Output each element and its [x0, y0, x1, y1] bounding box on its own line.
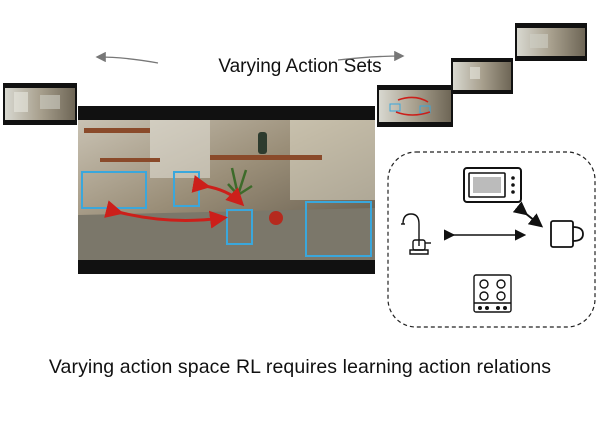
right-scene-thumbnail-1 — [377, 85, 453, 127]
microwave-icon — [463, 167, 522, 203]
right-scene-thumbnail-3 — [515, 23, 587, 61]
right-curved-arrow — [337, 50, 405, 62]
relation-arrow-microwave-mug — [104, 200, 228, 229]
action-relations-box — [387, 151, 596, 328]
left-scene-thumbnail — [3, 83, 77, 125]
stove-box — [305, 201, 372, 257]
stove-icon — [473, 274, 512, 313]
relation-arrow-faucet-mug — [191, 175, 245, 207]
mug-icon — [550, 220, 584, 248]
right-scene-thumbnail-2 — [451, 58, 513, 94]
microwave-mug-relation-arrow — [512, 201, 544, 228]
varying-action-sets-label: Varying Action Sets — [218, 56, 382, 77]
faucet-icon — [401, 213, 431, 255]
main-kitchen-scene — [78, 106, 375, 274]
figure-caption: Varying action space RL requires learnin… — [48, 356, 552, 378]
left-curved-arrow — [95, 51, 159, 64]
